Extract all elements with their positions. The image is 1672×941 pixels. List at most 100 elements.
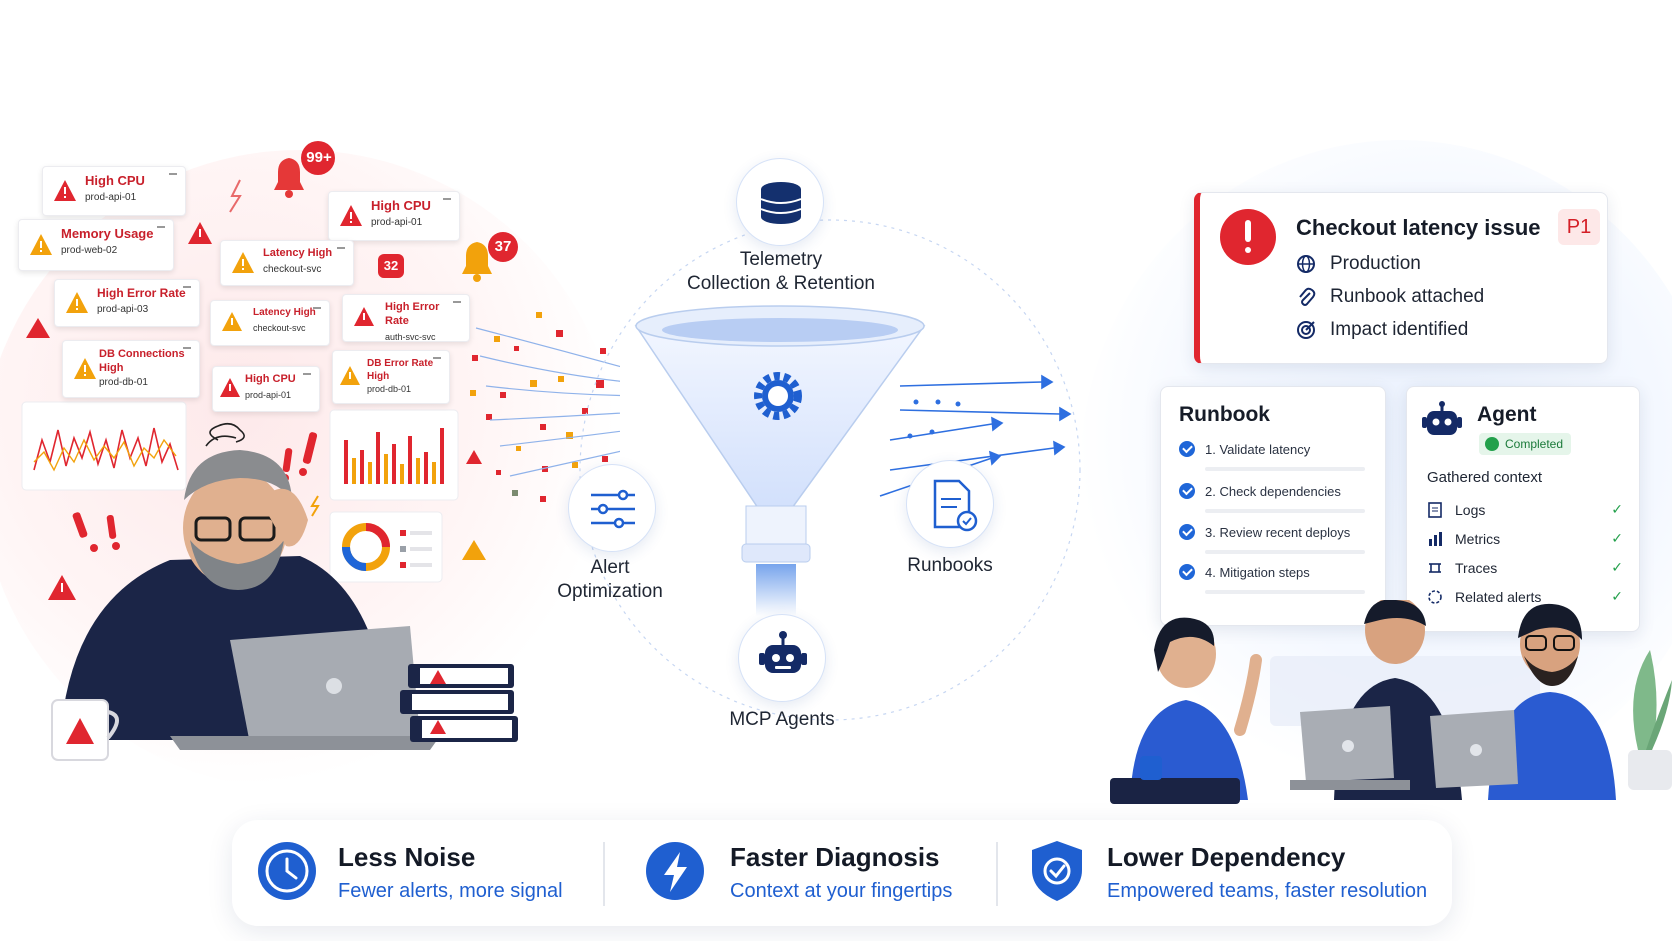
alert-title: Memory Usage xyxy=(61,226,154,241)
alert-source: prod-api-01 xyxy=(85,192,137,204)
filtered-signal-stream xyxy=(756,564,796,616)
laptop-illustration xyxy=(170,626,440,750)
mcp-agents-node[interactable] xyxy=(738,614,826,702)
check-icon: ✓ xyxy=(1611,559,1623,575)
minimize-icon xyxy=(303,373,311,375)
runbooks-node[interactable] xyxy=(906,460,994,548)
runbook-step[interactable]: 4. Mitigation steps xyxy=(1179,564,1310,580)
books-illustration xyxy=(400,664,518,742)
status-badge: Completed xyxy=(1479,433,1572,455)
alert-title: High Error Rate xyxy=(385,301,440,327)
feature-title: Less Noise xyxy=(338,842,476,872)
alert-card[interactable]: Latency High checkout-svc xyxy=(210,300,330,346)
alert-title: High CPU xyxy=(371,198,431,213)
alert-card[interactable]: DB Connections High prod-db-01 xyxy=(62,340,200,398)
warning-icon xyxy=(66,292,88,313)
warning-icon xyxy=(222,312,242,331)
alert-card[interactable]: Latency High checkout-svc xyxy=(220,240,354,286)
alert-title: High CPU xyxy=(85,173,145,188)
benefits-bar xyxy=(232,820,1452,926)
warning-icon xyxy=(48,575,76,600)
telemetry-caption: Telemetry Collection & Retention xyxy=(687,249,875,294)
noise-particles xyxy=(470,312,608,502)
alert-card[interactable]: High CPU prod-api-01 xyxy=(328,191,460,241)
globe-icon xyxy=(1297,255,1315,273)
minimize-icon xyxy=(183,347,191,349)
related-alerts-icon xyxy=(1428,589,1442,604)
runbook-step[interactable]: 2. Check dependencies xyxy=(1179,483,1341,499)
runbook-card[interactable]: Runbook 1. Validate latency 2. Check dep… xyxy=(1160,386,1386,626)
priority-badge: P1 xyxy=(1558,209,1600,245)
feature-divider xyxy=(996,842,998,906)
database-icon xyxy=(760,182,802,224)
alert-title: High Error Rate xyxy=(97,286,186,300)
feature-title: Lower Dependency xyxy=(1107,842,1346,872)
funnel-diagram xyxy=(579,219,1081,721)
alert-card[interactable]: High Error Rate auth-svc-svc xyxy=(342,294,470,342)
minimize-icon xyxy=(443,198,451,200)
check-icon: ✓ xyxy=(1611,501,1623,517)
alert-title: Latency High xyxy=(263,247,333,259)
alert-title: DB Connections High xyxy=(99,348,185,375)
alert-optimization-caption: Alert Optimization xyxy=(557,557,663,602)
feature-subtitle: Fewer alerts, more signal xyxy=(338,880,563,902)
minimize-icon xyxy=(157,226,165,228)
alert-optimization-node[interactable] xyxy=(568,464,656,552)
runbook-step[interactable]: 3. Review recent deploys xyxy=(1179,524,1350,540)
minimize-icon xyxy=(183,286,191,288)
minimize-icon xyxy=(313,307,321,309)
alert-source: prod-api-01 xyxy=(371,217,423,229)
check-circle-icon xyxy=(1179,524,1195,540)
alert-source: auth-svc-svc xyxy=(385,331,436,342)
alert-card[interactable]: High Error Rate prod-api-03 xyxy=(54,279,200,327)
minimize-icon xyxy=(433,357,441,359)
incident-card[interactable]: Checkout latency issue P1 Production Run… xyxy=(1194,192,1608,364)
warning-icon xyxy=(54,180,76,201)
context-item: Logs✓ xyxy=(1427,501,1623,518)
minimize-icon xyxy=(169,173,177,175)
telemetry-node[interactable] xyxy=(736,158,824,246)
file-log-icon xyxy=(1428,501,1442,518)
target-icon xyxy=(1297,321,1315,339)
minimize-icon xyxy=(337,247,345,249)
incident-item: Impact identified xyxy=(1330,319,1469,340)
notification-count-badge: 37 xyxy=(494,238,512,255)
alert-title: High CPU xyxy=(245,373,296,385)
warning-icon xyxy=(188,222,212,244)
alert-source: checkout-svc xyxy=(253,322,306,333)
alert-title: DB Error Rate High xyxy=(367,358,434,382)
clock-icon xyxy=(258,842,316,900)
gathered-context-heading: Gathered context xyxy=(1427,469,1543,486)
alert-card[interactable]: DB Error Rate High prod-db-01 xyxy=(332,350,450,404)
alert-card[interactable]: High CPU prod-api-01 xyxy=(42,166,186,216)
alert-source: prod-web-02 xyxy=(61,245,118,257)
warning-icon xyxy=(30,234,52,255)
incident-title: Checkout latency issue xyxy=(1296,215,1541,240)
check-circle-icon xyxy=(1485,437,1499,451)
warning-icon xyxy=(462,540,486,560)
agent-card[interactable]: Agent Completed Gathered context Logs✓ M… xyxy=(1406,386,1640,632)
team-illustration xyxy=(1110,600,1672,804)
minimize-icon xyxy=(453,301,461,303)
runbook-step[interactable]: 1. Validate latency xyxy=(1179,441,1310,457)
alert-circle-icon xyxy=(1220,209,1276,265)
alert-card[interactable]: High CPU prod-api-01 xyxy=(212,366,320,412)
incident-env: Production xyxy=(1296,253,1421,275)
incident-runbook: Runbook attached xyxy=(1296,286,1484,308)
exclamation-icon xyxy=(72,432,318,552)
warning-icon xyxy=(74,358,96,379)
alert-card[interactable]: Memory Usage prod-web-02 xyxy=(18,219,174,271)
feature-title: Faster Diagnosis xyxy=(730,842,940,872)
runbooks-caption: Runbooks xyxy=(907,555,993,576)
alert-title: Latency High xyxy=(253,307,316,318)
alert-source: prod-api-03 xyxy=(97,304,149,315)
warning-icon xyxy=(466,450,482,464)
gear-icon xyxy=(754,372,802,420)
warning-icon xyxy=(26,318,50,338)
feature-subtitle: Context at your fingertips xyxy=(730,880,953,902)
paperclip-icon xyxy=(1299,287,1316,306)
notification-count-badge: 99+ xyxy=(306,149,332,166)
warning-icon xyxy=(354,307,374,326)
bell-icon xyxy=(462,242,492,282)
